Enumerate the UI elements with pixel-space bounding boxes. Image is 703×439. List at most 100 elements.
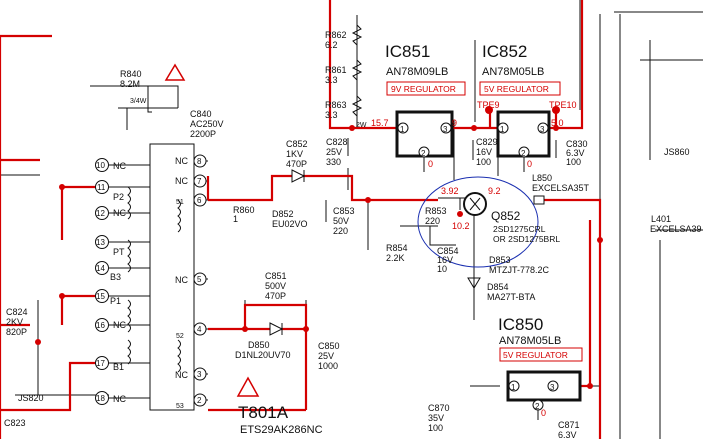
svg-text:0: 0 [428,159,433,169]
ic851-function-box [386,81,466,96]
ic850-name: IC850 [498,315,543,334]
svg-text:9: 9 [452,118,457,128]
svg-text:17: 17 [96,359,105,368]
svg-text:C871: C871 [558,420,580,430]
svg-text:10: 10 [96,161,105,170]
svg-text:B1: B1 [113,362,124,372]
svg-text:4: 4 [197,325,202,334]
svg-text:3: 3 [550,383,555,392]
svg-text:TPE10: TPE10 [549,100,577,110]
svg-text:C852: C852 [286,139,308,149]
svg-text:R840: R840 [120,69,142,79]
svg-text:100: 100 [428,423,443,433]
svg-text:10: 10 [437,264,447,274]
svg-text:8.2M: 8.2M [120,79,140,89]
svg-text:15: 15 [96,292,105,301]
svg-text:D852: D852 [272,209,294,219]
svg-text:1: 1 [400,125,405,134]
svg-text:1000: 1000 [318,361,338,371]
ic852-block: 1 3 2 [496,110,551,158]
caution-icon [236,376,260,397]
annotation-ellipse [417,176,539,268]
svg-text:R861: R861 [325,65,347,75]
svg-text:8: 8 [197,157,202,166]
svg-text:R853: R853 [425,206,447,216]
svg-text:500V: 500V [265,281,286,291]
svg-text:3.3: 3.3 [325,110,338,120]
svg-text:10.2: 10.2 [452,221,470,231]
svg-text:JS860: JS860 [664,147,690,157]
svg-text:100: 100 [566,157,581,167]
svg-text:EXCELSA35T: EXCELSA35T [532,183,590,193]
svg-text:6.2: 6.2 [325,40,338,50]
svg-text:14: 14 [96,264,105,273]
d850-symbol [269,322,284,336]
svg-text:C840: C840 [190,109,212,119]
svg-text:2.2K: 2.2K [386,253,405,263]
svg-text:3: 3 [540,125,545,134]
ic852-name: IC852 [482,42,527,61]
ic851-part: AN78M09LB [386,66,448,78]
svg-text:2: 2 [421,149,426,158]
svg-text:16V: 16V [437,255,453,265]
ic851-func: 9V REGULATOR [391,84,456,94]
svg-text:35V: 35V [428,413,444,423]
junction-dots [35,106,603,389]
svg-text:MA27T-BTA: MA27T-BTA [487,292,535,302]
svg-text:2: 2 [535,402,540,411]
svg-text:16: 16 [96,321,105,330]
svg-text:C853: C853 [333,206,355,216]
svg-text:C851: C851 [265,271,287,281]
svg-text:3: 3 [443,125,448,134]
svg-text:NC: NC [113,208,126,218]
svg-text:25V: 25V [326,147,342,157]
d852-symbol [291,169,306,183]
svg-text:NC: NC [175,370,188,380]
ic852-func: 5V REGULATOR [484,84,549,94]
voltage-readings: 15.7 9 5.0 3.92 9.2 10.2 0 0 0 [371,118,564,418]
svg-text:15.7: 15.7 [371,118,389,128]
svg-text:NC: NC [113,161,126,171]
svg-text:C850: C850 [318,341,340,351]
svg-text:NC: NC [113,394,126,404]
svg-text:470P: 470P [286,159,307,169]
svg-text:D1NL20UV70: D1NL20UV70 [235,350,291,360]
svg-text:5.0: 5.0 [551,118,564,128]
svg-text:C854: C854 [437,246,459,256]
ic850-part: AN78M05LB [499,335,561,347]
svg-text:3.3: 3.3 [325,75,338,85]
svg-text:220: 220 [425,216,440,226]
svg-text:NC: NC [113,320,126,330]
ic852-part: AN78M05LB [482,66,544,78]
svg-text:MTZJT-778.2C: MTZJT-778.2C [489,265,550,275]
svg-text:3: 3 [197,370,202,379]
svg-text:NC: NC [175,176,188,186]
svg-text:JS820: JS820 [18,393,44,403]
svg-text:2W: 2W [356,122,367,129]
transformer-right-pins: 8 7 6 5 4 3 2 [193,154,207,407]
svg-text:3/4W: 3/4W [130,98,147,105]
t801a-name: T801A [238,403,289,422]
svg-text:EXCELSA39: EXCELSA39 [650,224,702,234]
svg-text:11: 11 [97,183,106,192]
svg-text:1: 1 [511,383,516,392]
capacitor-labels: C840 AC250V 2200P C852 1KV 470P C853 50V… [4,109,588,439]
svg-text:C828: C828 [326,137,348,147]
svg-text:2: 2 [197,396,202,405]
svg-text:50V: 50V [333,216,349,226]
svg-text:NC: NC [175,156,188,166]
svg-text:OR 2SD1275BRL: OR 2SD1275BRL [493,234,560,244]
svg-text:EU02VO: EU02VO [272,219,308,229]
svg-text:13: 13 [96,238,105,247]
ic851-name: IC851 [385,42,430,61]
svg-text:PT: PT [113,247,125,257]
svg-text:AC250V: AC250V [190,119,224,129]
svg-text:R863: R863 [325,100,347,110]
svg-text:0: 0 [541,408,546,418]
svg-text:6: 6 [197,196,202,205]
ic851-block: 1 3 2 [395,110,454,158]
svg-text:12: 12 [96,209,105,218]
svg-text:L401: L401 [651,214,671,224]
svg-text:820P: 820P [6,327,27,337]
